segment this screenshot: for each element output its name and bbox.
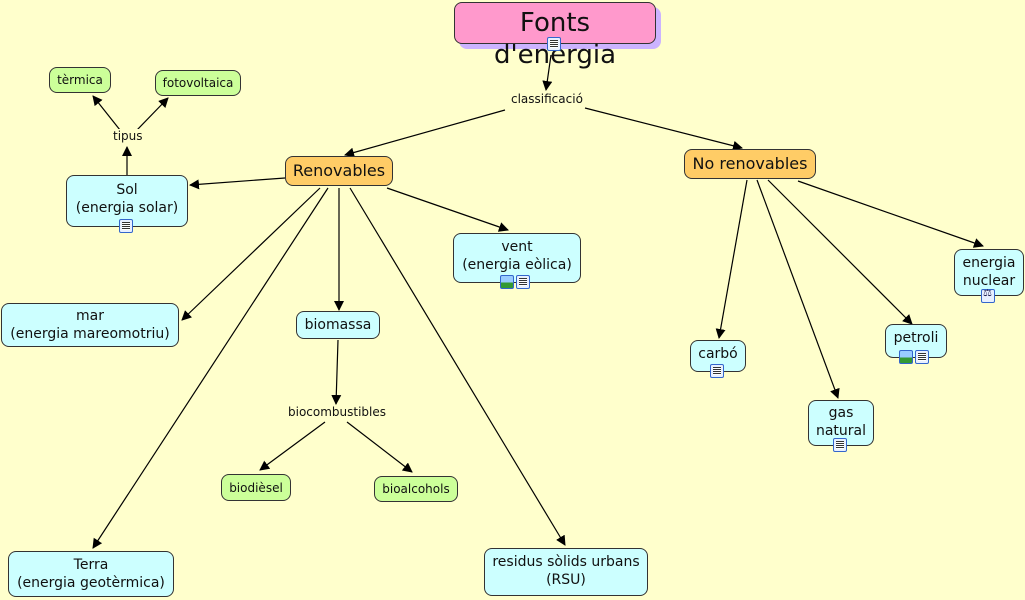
concept-map-icon[interactable]	[981, 288, 995, 303]
document-icon[interactable]	[547, 37, 561, 51]
edge-classificacio-renovables	[344, 109, 506, 158]
concept-label: vent	[501, 239, 533, 255]
concept-label: Terra	[73, 557, 109, 573]
edge-bio-bioalcohols	[346, 421, 413, 473]
concept-biomassa[interactable]: biomassa	[296, 311, 380, 339]
concept-energia-nuclear[interactable]: energia nuclear	[954, 249, 1024, 296]
concept-fotovoltaica[interactable]: fotovoltaica	[155, 70, 241, 96]
concept-label: biomassa	[304, 317, 372, 333]
edge-renovables-vent	[386, 187, 509, 232]
concept-label: Sol	[116, 182, 138, 198]
document-icon[interactable]	[516, 275, 530, 289]
concept-sublabel: (energia eòlica)	[462, 257, 572, 273]
concept-no-renovables[interactable]: No renovables	[684, 149, 816, 179]
concept-terra[interactable]: Terra (energia geotèrmica)	[8, 551, 174, 597]
linking-phrase-classificacio: classificació	[509, 92, 585, 106]
edge-tipus-fotovoltaica	[136, 97, 169, 131]
edge-renovables-sol	[189, 177, 286, 190]
linking-phrase-biocombustibles: biocombustibles	[286, 405, 389, 419]
image-icon[interactable]	[500, 275, 514, 289]
concept-mar[interactable]: mar (energia mareomotriu)	[1, 303, 179, 347]
edge-norenovables-nuclear	[797, 180, 984, 248]
document-icon[interactable]	[710, 364, 724, 378]
concept-rsu[interactable]: residus sòlids urbans (RSU)	[484, 548, 648, 596]
image-icon[interactable]	[899, 350, 913, 364]
concept-label: Renovables	[292, 161, 386, 180]
concept-vent[interactable]: vent (energia eòlica)	[453, 233, 581, 283]
concept-label: mar	[76, 308, 104, 324]
edge-bio-biodiesel	[259, 421, 326, 471]
linking-phrase-tipus: tipus	[111, 129, 145, 143]
concept-sol[interactable]: Sol (energia solar)	[66, 175, 188, 227]
edge-norenovables-petroli	[767, 179, 913, 325]
edge-renovables-terra	[92, 187, 329, 549]
edge-renovables-mar	[181, 187, 321, 321]
document-icon[interactable]	[915, 350, 929, 364]
document-icon[interactable]	[119, 219, 133, 233]
edge-tipus-termica	[92, 95, 121, 131]
edge-classificacio-norenovables	[584, 107, 743, 151]
concept-label: tèrmica	[57, 73, 103, 87]
concept-label: fotovoltaica	[162, 76, 234, 90]
concept-sublabel: natural	[815, 423, 867, 439]
concept-label: gas	[828, 405, 854, 421]
concept-sublabel: (energia geotèrmica)	[17, 575, 165, 591]
concept-label: bioalcohols	[382, 482, 450, 496]
concept-label: energia	[962, 255, 1016, 271]
concept-sublabel: (energia solar)	[75, 200, 179, 216]
concept-sublabel: nuclear	[962, 273, 1016, 289]
concept-sublabel: (energia mareomotriu)	[10, 326, 170, 342]
concept-termica[interactable]: tèrmica	[49, 67, 111, 93]
concept-label: No renovables	[692, 154, 808, 173]
edge-biomassa-biocombustibles	[331, 339, 342, 405]
edge-renovables-rsu	[349, 187, 566, 546]
concept-bioalcohols[interactable]: bioalcohols	[374, 476, 458, 502]
concept-biodiesel[interactable]: biodièsel	[221, 474, 291, 501]
edge-norenovables-gas	[756, 179, 840, 399]
document-icon[interactable]	[833, 438, 847, 452]
concept-label: biodièsel	[229, 481, 283, 495]
concept-label: carbó	[698, 346, 738, 362]
concept-renovables[interactable]: Renovables	[285, 156, 393, 186]
concept-label: residus sòlids urbans	[492, 554, 640, 570]
concept-label: petroli	[893, 330, 939, 346]
edge-norenovables-carbo	[715, 179, 748, 339]
edge-title-classificacio	[542, 54, 553, 91]
concept-sublabel: (RSU)	[546, 572, 586, 588]
